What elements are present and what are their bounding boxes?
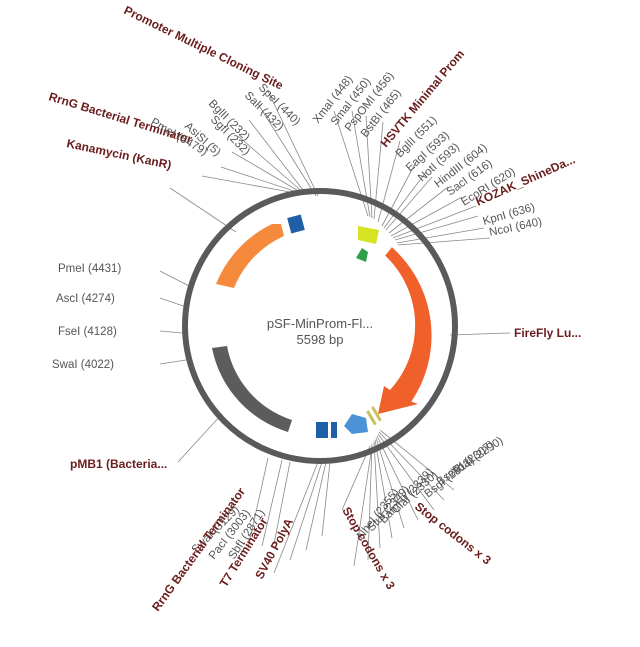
firefly-luciferase-arrow[interactable] bbox=[378, 247, 432, 414]
label-stop-right[interactable]: Stop codons x 3 bbox=[412, 499, 494, 567]
plasmid-name: pSF-MinProm-Fl... bbox=[267, 316, 373, 331]
label-pmb1[interactable]: pMB1 (Bacteria... bbox=[70, 457, 167, 471]
rrng-terminator-top-block[interactable] bbox=[287, 214, 305, 234]
t7-terminator-block[interactable] bbox=[316, 422, 328, 438]
pmb1-origin-block[interactable] bbox=[212, 346, 292, 432]
rrng-terminator-bottom-block[interactable] bbox=[331, 422, 337, 438]
label-kanamycin[interactable]: Kanamycin (KanR) bbox=[65, 136, 172, 172]
backbone-ring bbox=[182, 188, 458, 464]
kanamycin-resistance-arrow[interactable] bbox=[216, 224, 284, 288]
label-firefly[interactable]: FireFly Lu... bbox=[514, 326, 581, 340]
site-swai-left[interactable]: SwaI (4022) bbox=[52, 359, 114, 371]
stop-codons-right-marker[interactable] bbox=[366, 410, 377, 426]
stop-codons-bottom-marker[interactable] bbox=[371, 406, 382, 422]
site-asci[interactable]: AscI (4274) bbox=[56, 293, 115, 305]
label-promoter-mcs[interactable]: Promoter Multiple Cloning Site bbox=[122, 3, 286, 93]
kozak-shinedalgarno-arrow[interactable] bbox=[356, 248, 368, 262]
site-pmei-left[interactable]: PmeI (4431) bbox=[58, 263, 121, 275]
sv40-polya-arrow[interactable] bbox=[344, 414, 368, 434]
hsvtk-minimal-promoter-block[interactable] bbox=[358, 226, 379, 244]
plasmid-size: 5598 bp bbox=[297, 332, 344, 347]
site-fsei[interactable]: FseI (4128) bbox=[58, 326, 117, 338]
